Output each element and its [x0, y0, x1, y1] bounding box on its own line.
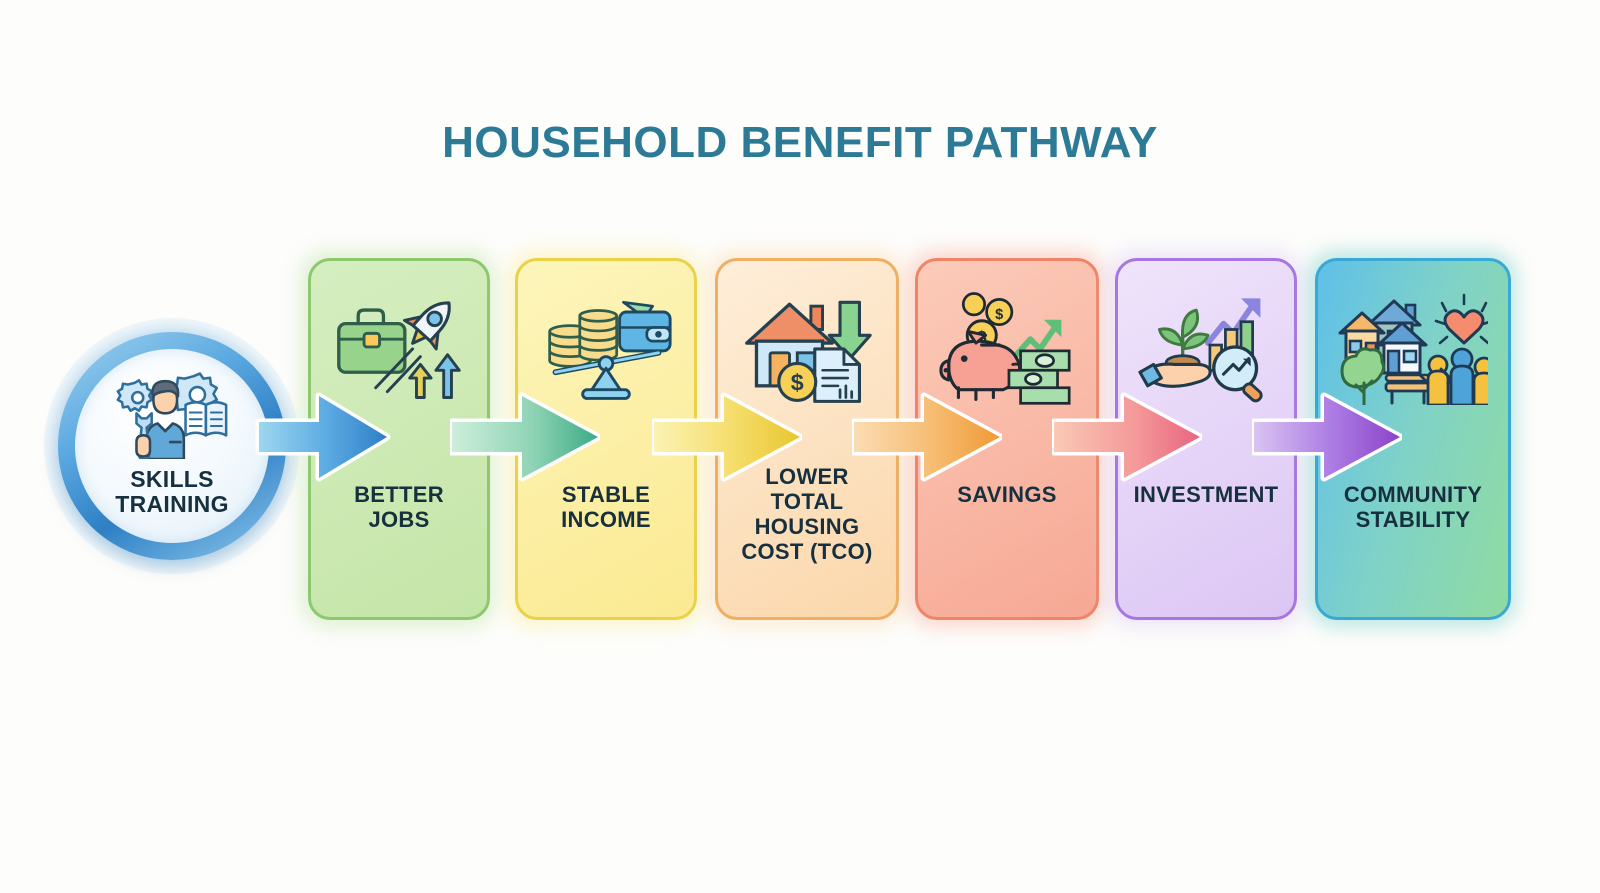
step-card-community-stability[interactable]: COMMUNITY STABILITY — [1315, 258, 1511, 620]
card-icon-wrap — [1318, 287, 1508, 417]
start-node-label-line2: TRAINING — [115, 490, 229, 517]
card-icon-wrap — [311, 287, 487, 417]
step-label-stable-income: STABLE INCOME — [524, 482, 688, 533]
card-icon-wrap — [1118, 287, 1294, 417]
start-node-skills-training[interactable]: SKILLS TRAINING — [44, 318, 300, 574]
step-label-line1: LOWER — [765, 464, 849, 489]
arrow-better-jobs-to-stable-income — [450, 392, 600, 482]
worker-gears-book-icon — [116, 372, 228, 459]
houses-heart-tree-family-icon — [1338, 293, 1488, 405]
step-card-lower-total-housing-cost[interactable]: $ LOWER TOTAL HOUSING COST (TCO) — [715, 258, 899, 620]
card-icon-wrap: $ $ — [918, 287, 1096, 417]
coins-scale-wallet-icon — [548, 300, 672, 400]
step-label-line3: HOUSING — [754, 513, 860, 539]
svg-text:$: $ — [791, 370, 804, 396]
step-label-line1: INVESTMENT — [1133, 482, 1279, 507]
arrow-savings-to-investment — [1052, 392, 1202, 482]
step-label-line1: COMMUNITY — [1343, 482, 1483, 507]
start-node-label: SKILLS TRAINING — [115, 467, 229, 517]
step-label-line2: TOTAL — [770, 488, 844, 514]
briefcase-rocket-arrows-icon — [337, 301, 461, 399]
step-label-line4: COST (TCO) — [741, 538, 873, 564]
arrow-stable-income-to-housing-cost — [652, 392, 802, 482]
step-label-lower-total-housing-cost: LOWER TOTAL HOUSING COST (TCO) — [724, 464, 890, 564]
step-label-line2: JOBS — [368, 506, 430, 532]
arrow-housing-cost-to-savings — [852, 392, 1002, 482]
card-icon-wrap: $ — [718, 287, 896, 417]
house-down-arrow-dollar-doc-icon: $ — [745, 300, 872, 403]
arrow-investment-to-community-stability — [1252, 392, 1402, 482]
step-label-better-jobs: BETTER JOBS — [317, 482, 481, 533]
step-label-line1: SAVINGS — [957, 482, 1057, 507]
arrow-skills-to-better-jobs — [255, 392, 391, 482]
step-label-line1: BETTER — [354, 482, 444, 507]
svg-text:$: $ — [995, 307, 1003, 323]
card-icon-wrap — [518, 287, 694, 417]
step-label-line1: STABLE — [561, 482, 651, 507]
step-label-community-stability: COMMUNITY STABILITY — [1324, 482, 1502, 533]
step-label-savings: SAVINGS — [924, 482, 1090, 508]
piggy-bank-coins-cash-icon: $ $ — [939, 292, 1071, 405]
step-label-line2: STABILITY — [1355, 506, 1471, 532]
page-title: HOUSEHOLD BENEFIT PATHWAY — [442, 118, 1158, 167]
start-node-label-line1: SKILLS — [130, 466, 214, 492]
step-label-line2: INCOME — [561, 506, 651, 532]
circle-inner: SKILLS TRAINING — [75, 349, 269, 543]
hand-plant-chart-magnifier-icon — [1138, 298, 1263, 403]
step-label-investment: INVESTMENT — [1124, 482, 1288, 508]
